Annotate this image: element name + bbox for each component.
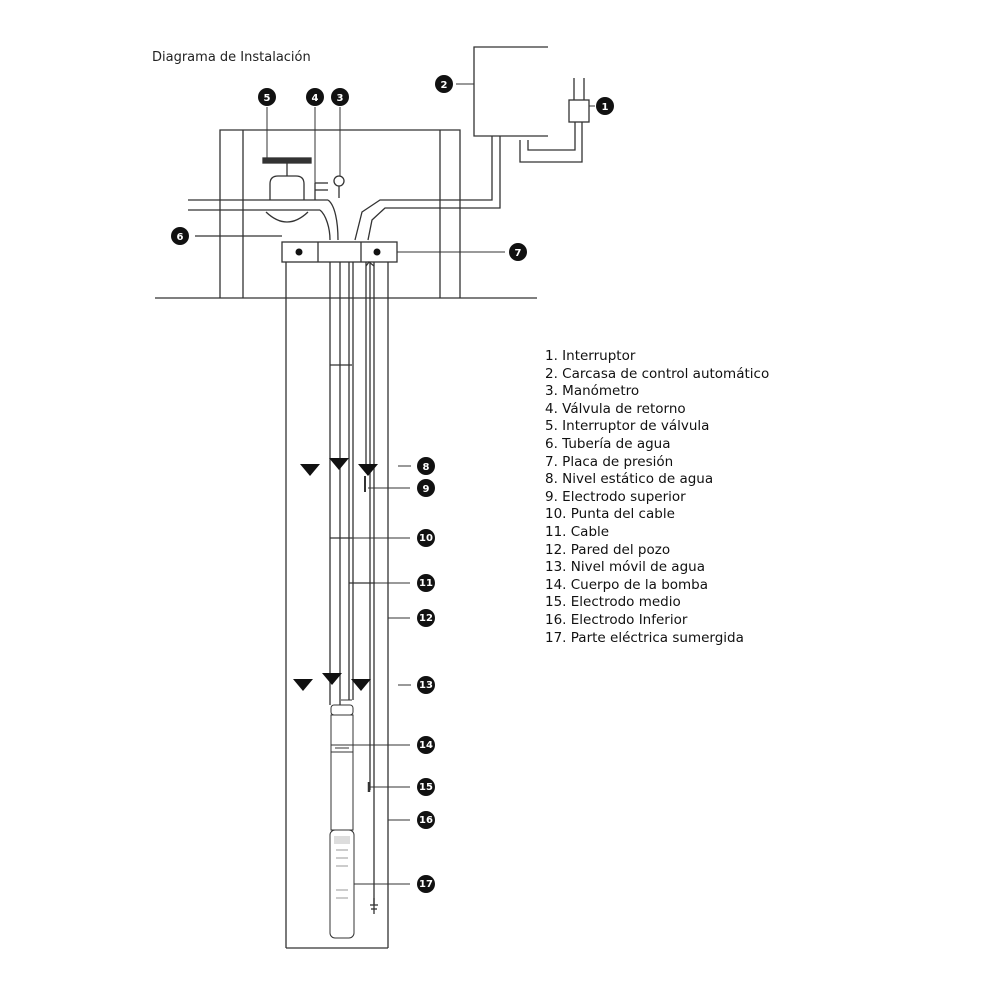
power-cable (348, 262, 375, 700)
control-cable (354, 136, 501, 241)
legend-item: 12. Pared del pozo (545, 541, 671, 558)
callout-15: 15 (417, 778, 435, 796)
legend-item: 3. Manómetro (545, 383, 640, 400)
water-pipe (188, 199, 339, 241)
svg-text:13: 13 (419, 680, 433, 691)
legend-item: 17. Parte eléctrica sumergida (545, 629, 744, 646)
legend-item: 7. Placa de presión (545, 453, 674, 470)
return-valve (314, 182, 328, 200)
callout-14: 14 (417, 736, 435, 754)
svg-text:3: 3 (337, 93, 344, 104)
svg-text:5: 5 (264, 93, 271, 104)
legend-item: 2. Carcasa de control automático (545, 365, 770, 382)
legend-item: 4. Válvula de retorno (545, 400, 686, 417)
legend-item: 15. Electrodo medio (545, 594, 681, 611)
callout-6: 6 (171, 227, 189, 245)
svg-text:7: 7 (515, 248, 522, 259)
svg-text:11: 11 (419, 578, 433, 589)
legend-item: 6. Tubería de agua (545, 435, 671, 452)
callout-13: 13 (417, 676, 435, 694)
callout-5: 5 (258, 88, 276, 106)
callout-2: 2 (435, 75, 453, 93)
svg-text:17: 17 (419, 879, 433, 890)
svg-text:10: 10 (419, 533, 433, 544)
pressure-gauge (333, 175, 345, 198)
callout-11: 11 (417, 574, 435, 592)
legend-item: 13. Nivel móvil de agua (545, 559, 705, 576)
legend-item: 14. Cuerpo de la bomba (545, 576, 709, 593)
callout-1: 1 (596, 97, 614, 115)
power-switch (519, 78, 590, 163)
callout-10: 10 (417, 529, 435, 547)
svg-text:12: 12 (419, 613, 433, 624)
callout-9: 9 (417, 479, 435, 497)
legend-item: 8. Nivel estático de agua (545, 471, 714, 488)
svg-text:1: 1 (602, 102, 609, 113)
svg-text:15: 15 (419, 782, 433, 793)
legend-item: 5. Interruptor de válvula (545, 418, 710, 435)
control-box (473, 46, 548, 137)
callout-4: 4 (306, 88, 324, 106)
callout-16: 16 (417, 811, 435, 829)
svg-text:4: 4 (312, 93, 319, 104)
pressure-plate (281, 241, 398, 263)
leader-lines (196, 83, 595, 885)
svg-text:14: 14 (419, 740, 433, 751)
legend-item: 16. Electrodo Inferior (545, 611, 688, 628)
legend-item: 9. Electrodo superior (545, 488, 686, 505)
legend-item: 11. Cable (545, 523, 610, 540)
legend-item: 10. Punta del cable (545, 506, 675, 523)
moving-water-level-markers (293, 673, 371, 691)
well-house (155, 129, 537, 299)
svg-text:2: 2 (441, 80, 448, 91)
svg-text:16: 16 (419, 815, 433, 826)
callout-17: 17 (417, 875, 435, 893)
svg-text:9: 9 (423, 484, 430, 495)
pump-body (330, 699, 354, 831)
callout-8: 8 (417, 457, 435, 475)
legend-list: 1. Interruptor 2. Carcasa de control aut… (545, 348, 769, 647)
well-wall (285, 262, 389, 949)
callout-12: 12 (417, 609, 435, 627)
submerged-motor (329, 829, 355, 939)
legend-item: 1. Interruptor (545, 348, 636, 364)
static-water-level-markers (300, 458, 378, 476)
diagram-title: Diagrama de Instalación (152, 50, 311, 65)
valve-switch (262, 157, 312, 223)
svg-text:8: 8 (423, 462, 430, 473)
callout-3: 3 (331, 88, 349, 106)
callout-7: 7 (509, 243, 527, 261)
lower-electrode (370, 898, 378, 914)
svg-text:6: 6 (177, 232, 184, 243)
